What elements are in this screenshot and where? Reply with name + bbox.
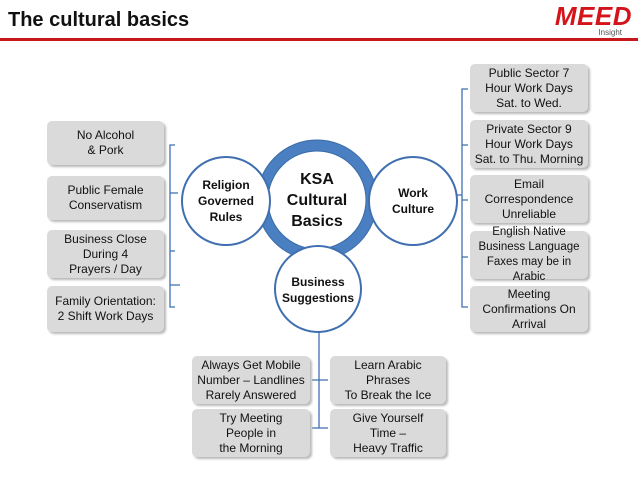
business-item: Learn Arabic Phrases To Break the Ice: [330, 356, 446, 404]
work-label: Work Culture: [392, 186, 434, 216]
religion-item: Public Female Conservatism: [47, 176, 164, 220]
work-item: English Native Business Language Faxes m…: [470, 226, 588, 283]
business-connector: [312, 330, 328, 429]
religion-label: Religion Governed Rules: [197, 178, 254, 224]
logo-brand: MEED: [554, 1, 632, 31]
business-item: Give Yourself Time – Heavy Traffic: [330, 409, 446, 457]
business-label: Business Suggestions: [281, 275, 354, 305]
religion-circle: [181, 156, 271, 246]
religion-connector: [169, 144, 180, 308]
work-item: Private Sector 9 Hour Work Days Sat. to …: [470, 120, 588, 168]
business-item: Always Get Mobile Number – Landlines Rar…: [192, 356, 310, 404]
business-item: Try Meeting People in the Morning: [192, 409, 310, 457]
header-divider: [0, 38, 638, 41]
work-connector: [432, 88, 468, 308]
work-item: Public Sector 7 Hour Work Days Sat. to W…: [470, 64, 588, 112]
meed-logo: MEED Insight: [555, 3, 632, 37]
work-item: Meeting Confirmations On Arrival: [470, 286, 588, 332]
business-circle: [274, 245, 362, 333]
page-title: The cultural basics: [8, 9, 190, 31]
work-circle: [368, 156, 458, 246]
religion-item: Business Close During 4 Prayers / Day: [47, 230, 164, 278]
work-item: Email Correspondence Unreliable: [470, 175, 588, 223]
religion-item: No Alcohol & Pork: [47, 121, 164, 165]
center-label: KSA Cultural Basics: [286, 170, 348, 230]
religion-item: Family Orientation: 2 Shift Work Days: [47, 286, 164, 332]
logo-sub: Insight: [598, 28, 622, 37]
